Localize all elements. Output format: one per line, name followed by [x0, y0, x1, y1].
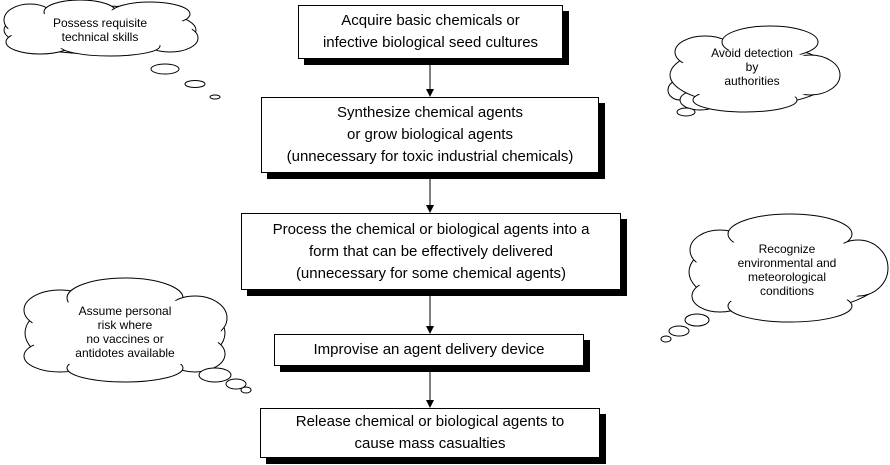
step-line: Process the chemical or biological agent… — [272, 220, 590, 238]
step-process-agents: Process the chemical or biological agent… — [241, 213, 621, 290]
cloud-line: by — [745, 60, 759, 74]
step-improvise-device: Improvise an agent delivery device — [274, 334, 584, 366]
step-line: (unnecessary for some chemical agents) — [295, 264, 567, 282]
cloud-line: environmental and — [737, 256, 837, 270]
step-line: form that can be effectively delivered — [308, 242, 554, 260]
step-acquire-chemicals: Acquire basic chemicals or infective bio… — [298, 5, 563, 59]
cloud-line: antidotes available — [75, 346, 175, 360]
step-line: (unnecessary for toxic industrial chemic… — [286, 148, 574, 165]
cloud-line: Assume personal — [78, 304, 172, 318]
step-line: or grow biological agents — [347, 126, 513, 143]
thought-cloud-personal-risk — [23, 277, 252, 394]
step-line: Acquire basic chemicals or — [341, 12, 520, 29]
step-synthesize-agents: Synthesize chemical agents or grow biolo… — [261, 97, 599, 173]
cloud-line: conditions — [759, 284, 815, 298]
cloud-line: no vaccines or — [86, 332, 164, 346]
cloud-text-personal-risk: Assume personal risk where no vaccines o… — [45, 300, 205, 364]
cloud-line: Recognize — [758, 242, 816, 256]
step-line: infective biological seed cultures — [322, 34, 539, 51]
cloud-line: meteorological — [747, 270, 827, 284]
thought-cloud-technical-skills — [3, 0, 221, 100]
cloud-line: authorities — [724, 74, 780, 88]
step-line: Release chemical or biological agents to — [295, 413, 565, 430]
cloud-line: technical skills — [61, 30, 139, 44]
cloud-line: risk where — [97, 318, 153, 332]
step-line: cause mass casualties — [354, 435, 506, 452]
thought-cloud-conditions — [660, 213, 889, 343]
cloud-text-conditions: Recognize environmental and meteorologic… — [712, 238, 862, 302]
cloud-text-technical-skills: Possess requisite technical skills — [20, 14, 180, 46]
cloud-line: Avoid detection — [711, 46, 793, 60]
cloud-text-avoid-detection: Avoid detection by authorities — [692, 44, 812, 90]
cloud-line: Possess requisite — [52, 16, 148, 30]
step-line: Synthesize chemical agents — [337, 104, 523, 121]
thought-cloud-avoid-detection — [667, 25, 841, 117]
step-line: Improvise an agent delivery device — [313, 341, 545, 358]
step-release-agents: Release chemical or biological agents to… — [260, 408, 600, 458]
